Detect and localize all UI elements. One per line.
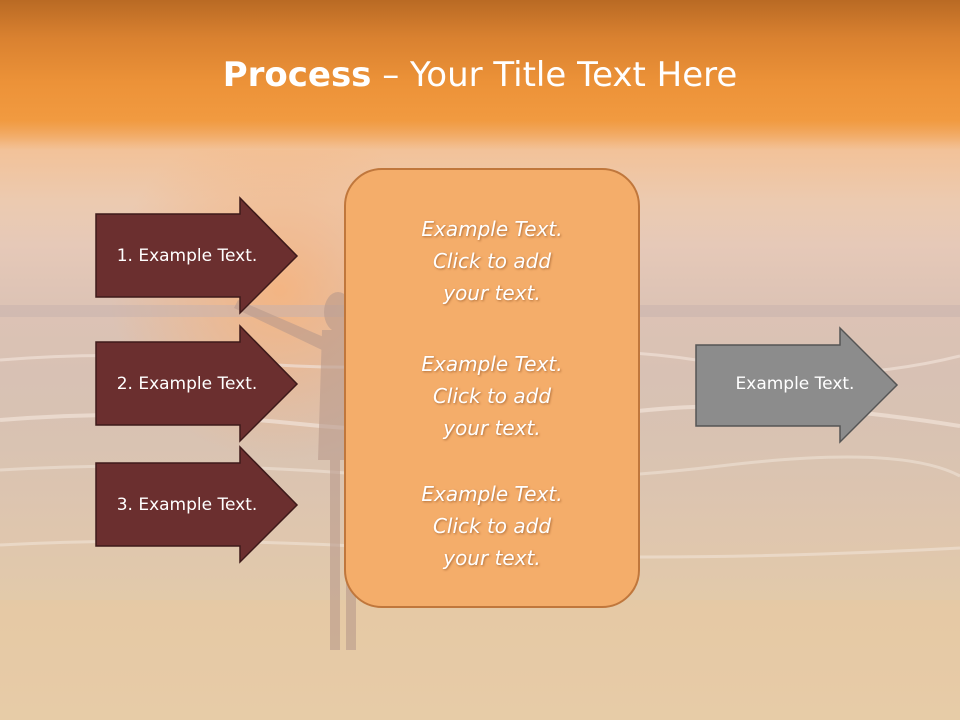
paragraph-line: your text.: [443, 546, 541, 570]
center-paragraph-1[interactable]: Example Text. Click to add your text.: [344, 213, 640, 309]
left-arrow-1-shape[interactable]: [95, 196, 299, 315]
center-text-box[interactable]: [344, 168, 640, 608]
paragraph-line: your text.: [443, 281, 541, 305]
left-arrow-2-shape[interactable]: [95, 324, 299, 443]
paragraph-line: Click to add: [432, 384, 552, 408]
left-arrow-2-label[interactable]: 2. Example Text.: [116, 374, 258, 394]
slide-title[interactable]: Process – Your Title Text Here: [0, 52, 960, 98]
title-bold-text: Process: [222, 55, 372, 95]
center-paragraph-2[interactable]: Example Text. Click to add your text.: [344, 348, 640, 444]
paragraph-line: Example Text.: [421, 217, 563, 241]
paragraph-line: Click to add: [432, 514, 552, 538]
paragraph-line: your text.: [443, 416, 541, 440]
left-arrow-3-label[interactable]: 3. Example Text.: [116, 495, 258, 515]
title-rest-text: – Your Title Text Here: [371, 55, 738, 95]
paragraph-line: Example Text.: [421, 482, 563, 506]
right-arrow-label[interactable]: Example Text.: [735, 374, 855, 394]
right-arrow-shape[interactable]: [695, 326, 899, 444]
wet-sand: [0, 600, 960, 720]
center-paragraph-3[interactable]: Example Text. Click to add your text.: [344, 478, 640, 574]
paragraph-line: Example Text.: [421, 352, 563, 376]
paragraph-line: Click to add: [432, 249, 552, 273]
left-arrow-3-shape[interactable]: [95, 445, 299, 564]
title-band: [0, 0, 960, 150]
left-arrow-1-label[interactable]: 1. Example Text.: [116, 246, 258, 266]
